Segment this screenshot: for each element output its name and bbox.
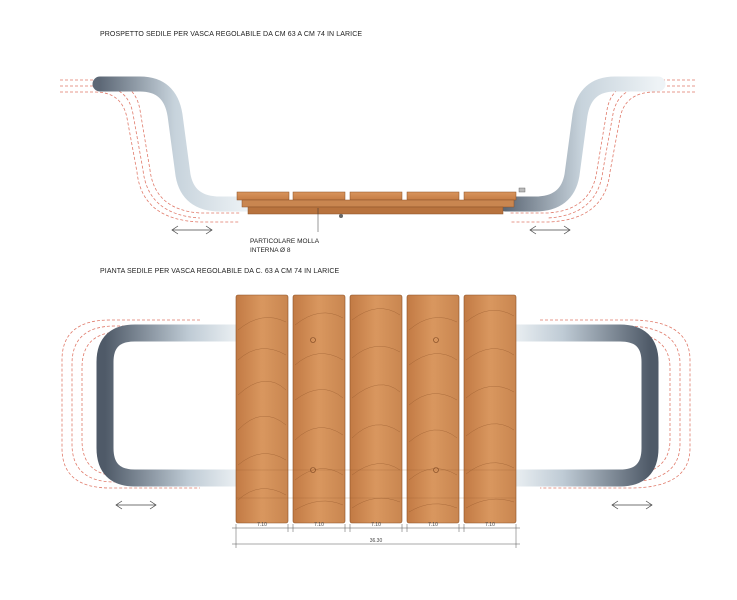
elevation-clip bbox=[518, 187, 526, 193]
slat-dim-1: 7.10 bbox=[257, 522, 267, 528]
elevation-slats bbox=[236, 191, 517, 201]
slat-dim-5: 7.10 bbox=[485, 522, 495, 528]
elevation-arrow-left bbox=[171, 225, 213, 235]
spring-detail-note: PARTICOLARE MOLLA INTERNA Ø 8 bbox=[250, 237, 319, 255]
plan-dashed-outline-left bbox=[61, 319, 200, 489]
plan-arrow-left bbox=[115, 500, 157, 510]
spring-marker bbox=[339, 214, 343, 218]
wood-grain bbox=[237, 308, 515, 513]
plan-arrow-right bbox=[611, 500, 653, 510]
plan-view: 7.10 7.10 7.10 7.10 7.10 36.30 bbox=[61, 294, 691, 548]
plan-dashed-outline-right bbox=[540, 319, 691, 489]
slat-dim-4: 7.10 bbox=[428, 522, 438, 528]
slat-dim-2: 7.10 bbox=[314, 522, 324, 528]
plan-title: PIANTA SEDILE PER VASCA REGOLABILE DA C.… bbox=[100, 268, 340, 275]
elevation-batten-lower bbox=[247, 206, 504, 215]
slat-dim-3: 7.10 bbox=[371, 522, 381, 528]
plan-tube-right bbox=[505, 324, 659, 487]
elevation-arrow-right bbox=[529, 225, 571, 235]
elevation-batten-upper bbox=[241, 199, 515, 208]
elevation-tube-right bbox=[497, 76, 666, 212]
spring-note-line2: INTERNA Ø 8 bbox=[250, 247, 291, 254]
elevation-title: PROSPETTO SEDILE PER VASCA REGOLABILE DA… bbox=[100, 31, 363, 38]
plan-tube-left bbox=[96, 324, 245, 487]
plan-batten-lines bbox=[236, 469, 516, 499]
spring-note-line1: PARTICOLARE MOLLA bbox=[250, 238, 320, 245]
plan-slats bbox=[235, 294, 517, 524]
total-dim: 36.30 bbox=[370, 538, 383, 544]
dimension-lines bbox=[232, 524, 520, 548]
elevation-view bbox=[60, 76, 695, 235]
elevation-tube-left bbox=[92, 76, 258, 212]
